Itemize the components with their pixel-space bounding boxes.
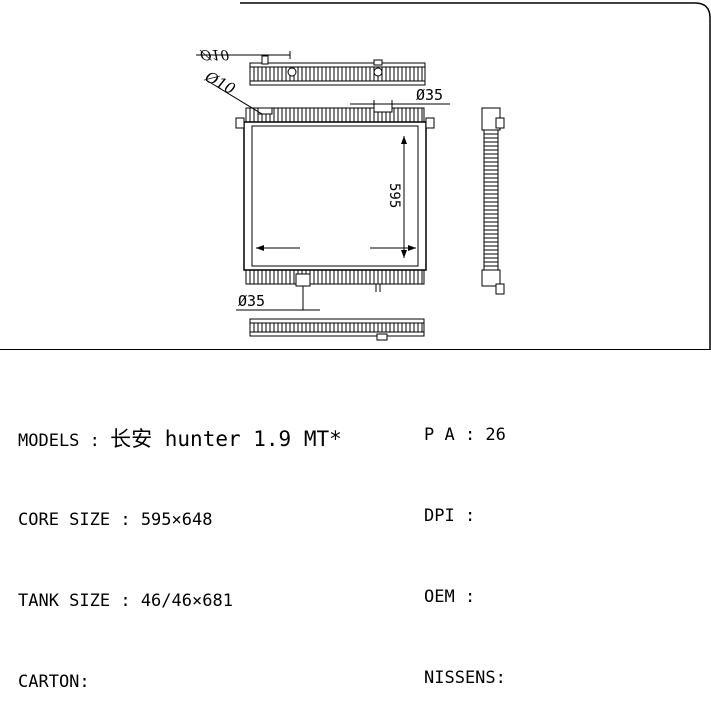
tank-size: TANK SIZE : 46/46×681 (18, 591, 233, 611)
radiator-technical-drawing: Ø10 Ø10 Ø35 595 Ø35 (0, 2, 711, 350)
pa: P A : 26 (424, 425, 506, 445)
core-size: CORE SIZE : 595×648 (18, 510, 213, 530)
pipe-left-dimension: Ø10 (201, 67, 238, 98)
models-label: MODELS : (18, 431, 111, 451)
bottom-tank-view (249, 318, 425, 341)
front-radiator-view: Ø10 Ø35 595 Ø35 (201, 67, 450, 311)
oem: OEM : (424, 587, 476, 607)
top-tank-view: Ø10 (196, 46, 426, 86)
top-cut-dimension: Ø10 (199, 46, 229, 62)
models-row: MODELS : 长安 hunter 1.9 MT* (18, 426, 342, 453)
specs-right: P A : 26 DPI : OEM : NISSENS: (424, 368, 506, 719)
models-value: 长安 hunter 1.9 MT* (110, 427, 342, 451)
dpi: DPI : (424, 506, 476, 526)
carton: CARTON: (18, 672, 90, 692)
core-height-dimension: 595 (386, 183, 402, 208)
pipe-bottom-dimension: Ø35 (238, 292, 265, 310)
specs-left: MODELS : 长安 hunter 1.9 MT* CORE SIZE : 5… (18, 372, 342, 723)
frame-border (240, 2, 711, 350)
pipe-top-dimension: Ø35 (416, 86, 443, 104)
nissens: NISSENS: (424, 668, 506, 688)
side-radiator-view (481, 107, 505, 295)
